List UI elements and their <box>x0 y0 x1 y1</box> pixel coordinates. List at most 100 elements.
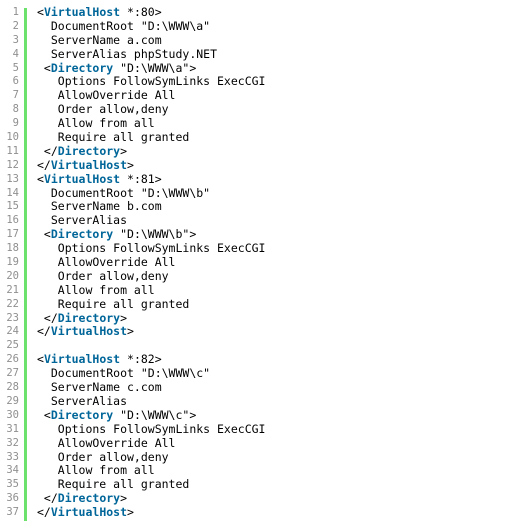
code-text: AllowOverride All <box>37 88 176 103</box>
code-line: 10 Require all granted <box>0 130 524 145</box>
code-line: 31 Options FollowSymLinks ExecCGI <box>0 422 524 437</box>
code-text: ServerName a.com <box>37 32 162 47</box>
line-code: <VirtualHost *:82> <box>37 352 524 367</box>
line-number: 29 <box>6 394 19 407</box>
line-number: 13 <box>6 172 19 185</box>
line-code <box>37 339 524 353</box>
line-code: </Directory> <box>37 143 524 159</box>
tag-name: Directory <box>50 60 114 75</box>
code-line: 36 </Directory> <box>0 491 524 506</box>
code-text: Order allow,deny <box>37 449 169 464</box>
code-text: "D:\WWW\c"> <box>113 407 197 422</box>
code-line: 23 </Directory> <box>0 310 524 326</box>
code-line: 5 <Directory "D:\WWW\a"> <box>0 60 524 76</box>
line-code: ServerAlias phpStudy.NET <box>37 46 524 62</box>
code-line: 11 </Directory> <box>0 143 524 159</box>
code-text: ServerAlias phpStudy.NET <box>37 46 218 61</box>
code-block: 1<VirtualHost *:80>2 DocumentRoot "D:\WW… <box>0 5 524 521</box>
code-text: DocumentRoot "D:\WWW\a" <box>37 18 211 33</box>
line-number: 26 <box>6 353 19 366</box>
code-line: 20 Order allow,deny <box>0 268 524 284</box>
code-text: Order allow,deny <box>37 268 169 283</box>
code-text: < <box>37 5 44 19</box>
line-code: <VirtualHost *:80> <box>37 5 524 20</box>
code-line: 30 <Directory "D:\WWW\c"> <box>0 407 524 423</box>
line-code: Order allow,deny <box>37 102 524 117</box>
line-number: 21 <box>6 283 19 296</box>
line-number: 35 <box>6 478 19 491</box>
tag-name: VirtualHost <box>50 324 128 339</box>
code-text: Options FollowSymLinks ExecCGI <box>37 74 266 89</box>
line-number: 20 <box>6 269 19 282</box>
code-line: 14 DocumentRoot "D:\WWW\b" <box>0 185 524 201</box>
code-line: 13 <VirtualHost *:81> <box>0 171 524 187</box>
code-text: </ <box>37 310 58 325</box>
line-code: Allow from all <box>37 463 524 478</box>
line-code: ServerAlias <box>37 213 524 228</box>
code-line: 9 Allow from all <box>0 116 524 131</box>
line-code: Require all granted <box>37 296 524 312</box>
line-code: ServerAlias <box>37 394 524 409</box>
line-code: AllowOverride All <box>37 88 524 103</box>
line-number: 2 <box>12 19 19 32</box>
code-line: 4 ServerAlias phpStudy.NET <box>0 46 524 62</box>
code-line: 3 ServerName a.com <box>0 32 524 48</box>
code-text: </ <box>37 491 58 506</box>
code-line: 7 AllowOverride All <box>0 88 524 103</box>
line-number: 33 <box>6 450 19 463</box>
code-text: Require all granted <box>37 296 190 311</box>
line-number: 23 <box>6 311 19 324</box>
code-line: 35 Require all granted <box>0 477 524 492</box>
line-code: DocumentRoot "D:\WWW\c" <box>37 366 524 381</box>
line-number: 1 <box>12 6 19 18</box>
line-number: 8 <box>12 103 19 116</box>
tag-name: Directory <box>50 407 114 422</box>
line-code: Options FollowSymLinks ExecCGI <box>37 241 524 256</box>
tag-name: VirtualHost <box>50 505 128 520</box>
line-code: Order allow,deny <box>37 449 524 465</box>
line-code: DocumentRoot "D:\WWW\a" <box>37 18 524 34</box>
line-code: Options FollowSymLinks ExecCGI <box>37 75 524 89</box>
code-text: DocumentRoot "D:\WWW\b" <box>37 185 211 200</box>
line-number: 30 <box>6 408 19 421</box>
code-line: 26 <VirtualHost *:82> <box>0 352 524 367</box>
tag-name: VirtualHost <box>43 171 121 186</box>
code-line: 22 Require all granted <box>0 296 524 312</box>
code-text: DocumentRoot "D:\WWW\c" <box>37 366 211 381</box>
code-line: 8 Order allow,deny <box>0 102 524 117</box>
line-code: <VirtualHost *:81> <box>37 171 524 187</box>
line-code: ServerName a.com <box>37 32 524 48</box>
line-number: 22 <box>6 297 19 310</box>
line-number: 5 <box>12 61 19 74</box>
line-number: 27 <box>6 367 19 380</box>
code-text: AllowOverride All <box>37 435 176 450</box>
code-text: ServerName b.com <box>37 199 162 214</box>
line-number: 17 <box>6 228 19 241</box>
code-text: > <box>127 324 134 339</box>
line-code: Options FollowSymLinks ExecCGI <box>37 422 524 437</box>
gutter-bar <box>24 8 27 521</box>
code-line: 28 ServerName c.com <box>0 380 524 395</box>
line-code: </VirtualHost> <box>37 158 524 173</box>
code-line: 19 AllowOverride All <box>0 255 524 270</box>
line-code: AllowOverride All <box>37 255 524 270</box>
tag-name: Directory <box>57 310 121 325</box>
code-text: *:80> <box>120 5 162 19</box>
line-number: 7 <box>12 89 19 102</box>
line-code: </Directory> <box>37 310 524 326</box>
code-text: </ <box>37 143 58 158</box>
tag-name: VirtualHost <box>43 352 121 367</box>
line-number: 11 <box>6 144 19 157</box>
line-code: </VirtualHost> <box>37 325 524 339</box>
code-line: 29 ServerAlias <box>0 394 524 409</box>
tag-name: Directory <box>57 491 121 506</box>
code-text: </ <box>37 505 51 520</box>
code-text: > <box>127 505 134 520</box>
line-code: </VirtualHost> <box>37 505 524 520</box>
line-number: 15 <box>6 200 19 213</box>
line-code: AllowOverride All <box>37 435 524 451</box>
code-line: 15 ServerName b.com <box>0 200 524 214</box>
code-line: 37</VirtualHost> <box>0 505 524 520</box>
code-line: 1 <VirtualHost *:80> <box>0 5 524 20</box>
code-text: Allow from all <box>37 463 155 478</box>
